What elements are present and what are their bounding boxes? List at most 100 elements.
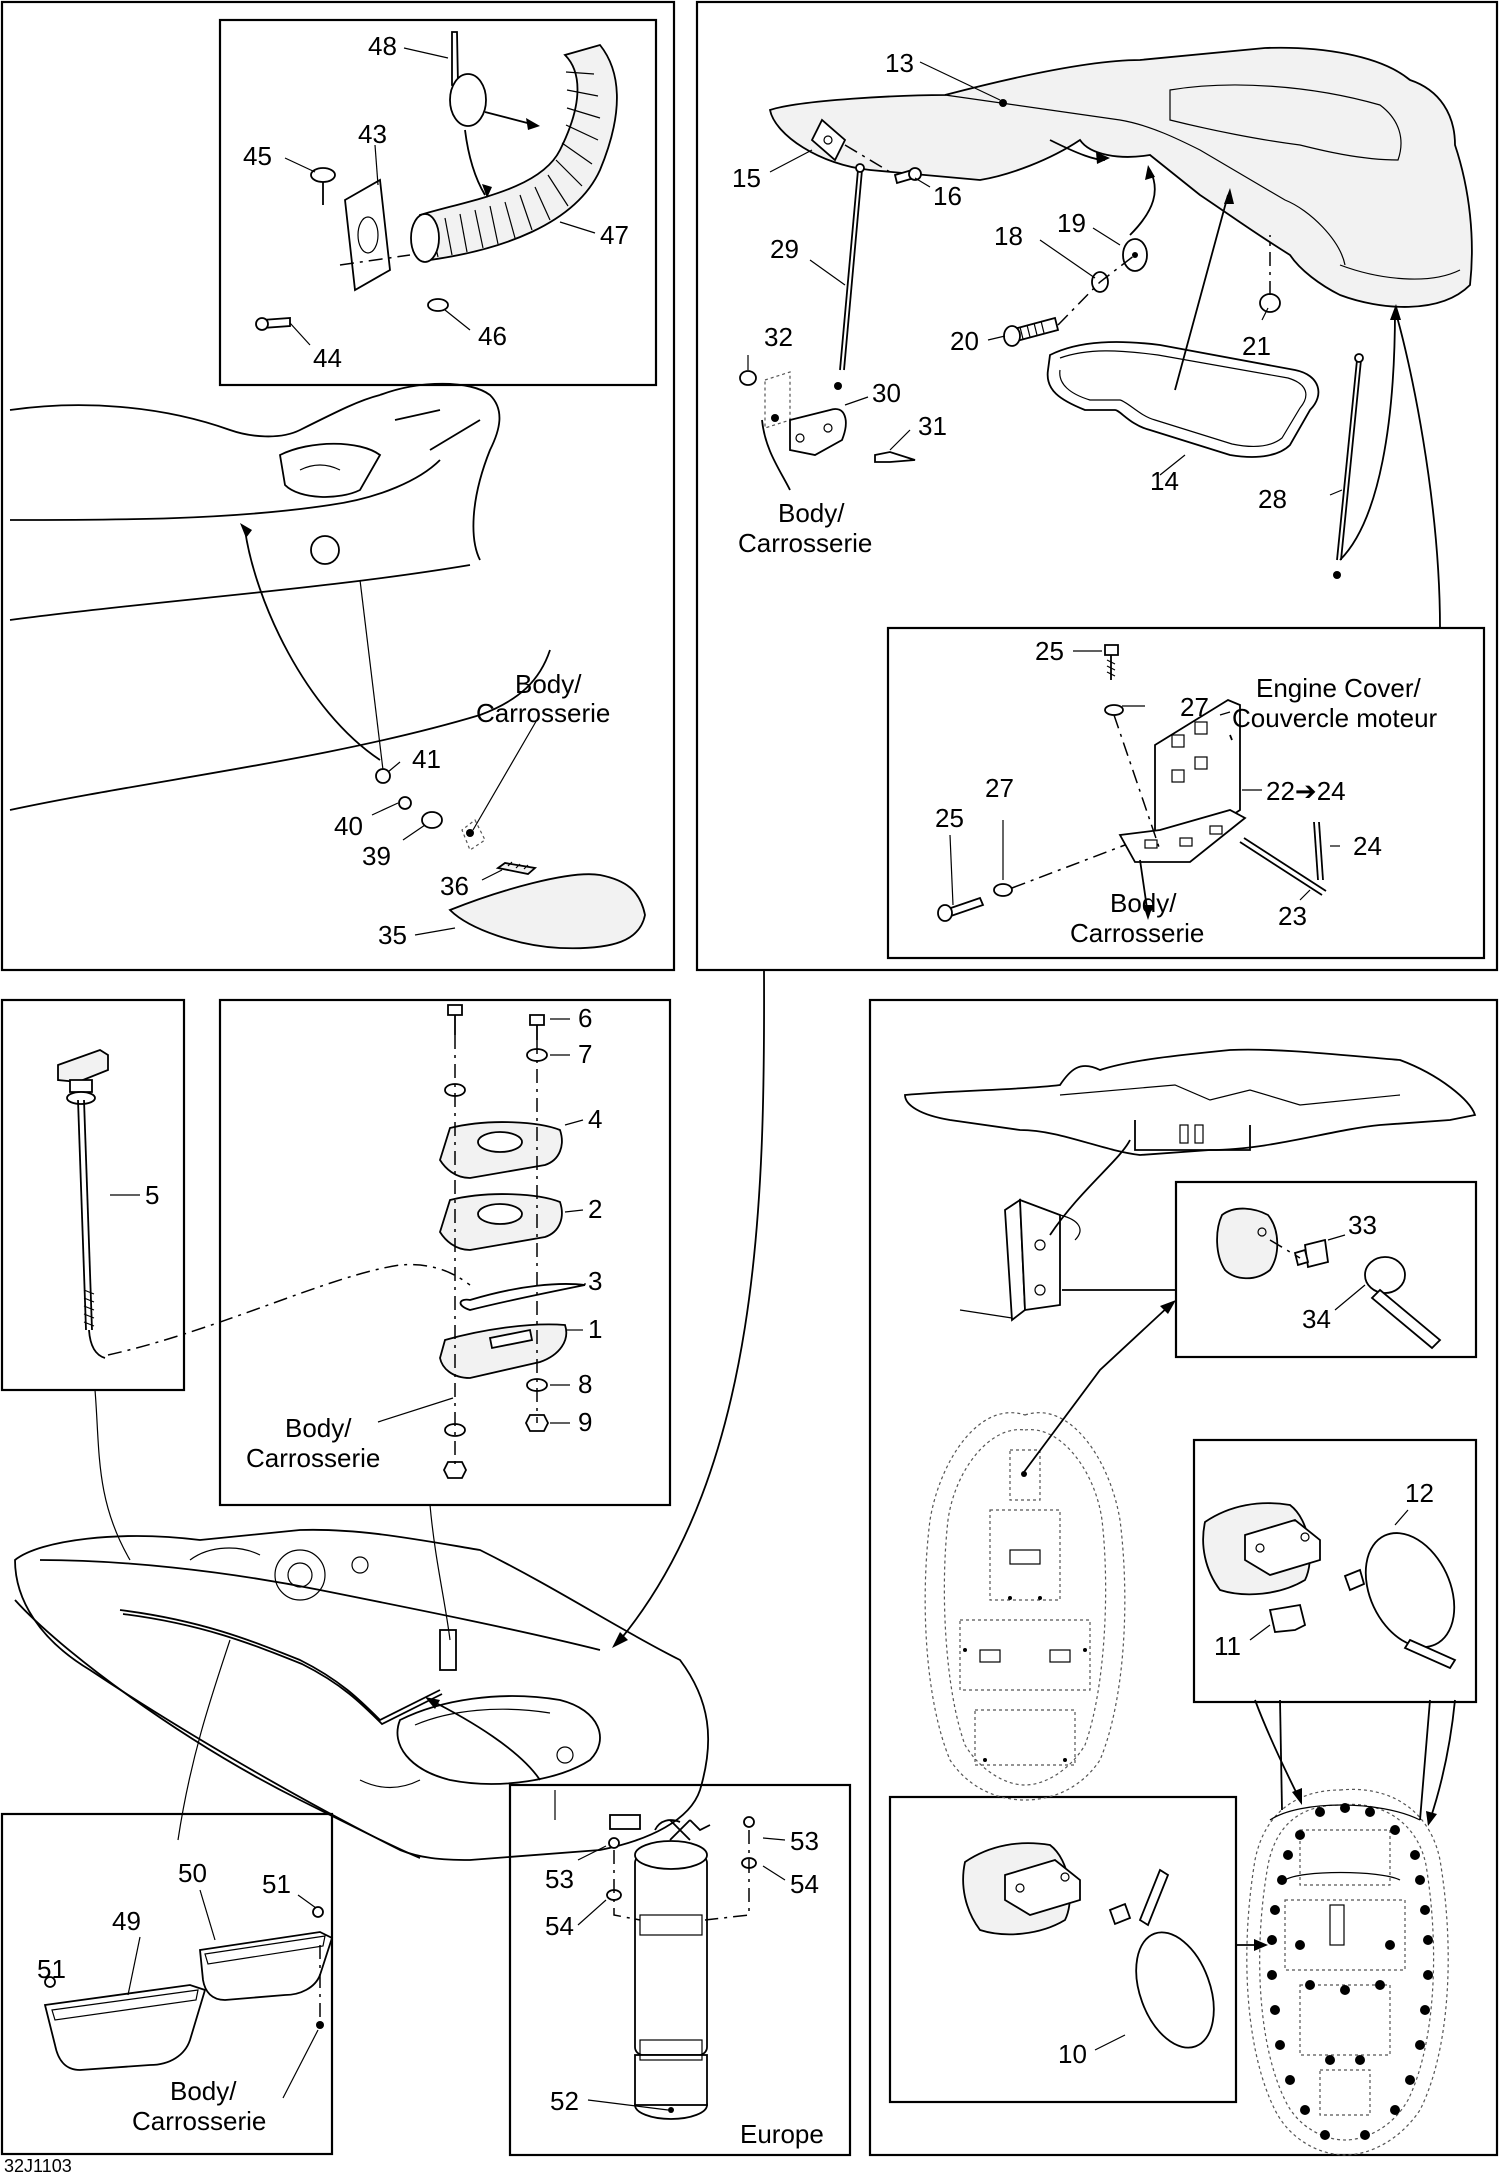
- label-48: 48: [368, 31, 397, 61]
- label-9: 9: [578, 1407, 592, 1437]
- label-28: 28: [1258, 484, 1287, 514]
- label-16: 16: [933, 181, 962, 211]
- label-body-tl-2: Carrosserie: [476, 698, 610, 728]
- label-49: 49: [112, 1906, 141, 1936]
- hinge-assembly: [937, 644, 1327, 922]
- panel-top-left: [0, 0, 676, 972]
- mount-assembly: [439, 1004, 586, 1479]
- label-body-mount-2: Carrosserie: [246, 1443, 380, 1473]
- tray-assembly: [43, 1906, 334, 2071]
- label-44: 44: [313, 343, 342, 373]
- leaders-trays: [127, 1889, 319, 2099]
- label-body-hinge-2: Carrosserie: [1070, 918, 1204, 948]
- tie-clip-assembly-1: [1202, 1502, 1457, 1670]
- label-46: 46: [478, 321, 507, 351]
- label-21: 21: [1242, 331, 1271, 361]
- handle-assembly: [359, 579, 646, 950]
- label-54-left: 54: [545, 1911, 574, 1941]
- label-body-tray-2: Carrosserie: [132, 2106, 266, 2136]
- label-18: 18: [994, 221, 1023, 251]
- label-body-tr-1: Body/: [778, 498, 845, 528]
- panel-europe: [508, 1783, 852, 2157]
- leaders-mount: [377, 1018, 586, 1424]
- label-6: 6: [578, 1003, 592, 1033]
- label-body-tray-1: Body/: [170, 2076, 237, 2106]
- label-2: 2: [588, 1194, 602, 1224]
- label-body-mount-1: Body/: [285, 1413, 352, 1443]
- label-body-tr-2: Carrosserie: [738, 528, 872, 558]
- tie-clip-assembly-2: [962, 1842, 1215, 2049]
- label-10: 10: [1058, 2039, 1087, 2069]
- panel-top-right: [695, 0, 1499, 972]
- label-5: 5: [145, 1180, 159, 1210]
- label-europe: Europe: [740, 2119, 824, 2149]
- label-12: 12: [1405, 1478, 1434, 1508]
- vent-duct-assembly: [255, 31, 618, 331]
- panel-inset-clips2: [888, 1795, 1238, 2104]
- leaders-engine-cover: [747, 61, 1343, 496]
- label-41: 41: [412, 744, 441, 774]
- label-25-left: 25: [935, 803, 964, 833]
- fire-extinguisher-assembly: [606, 1816, 757, 2120]
- label-47: 47: [600, 220, 629, 250]
- label-8: 8: [578, 1369, 592, 1399]
- engine-cover-assembly: [739, 46, 1473, 629]
- leaders-duct: [284, 47, 596, 346]
- label-11: 11: [1214, 1631, 1241, 1661]
- label-27-left: 27: [985, 773, 1014, 803]
- label-54-right: 54: [790, 1869, 819, 1899]
- figure-code: 32J1103: [4, 2156, 72, 2176]
- label-29: 29: [770, 234, 799, 264]
- boat-main: [14, 969, 765, 1861]
- label-36: 36: [440, 871, 469, 901]
- panel-inset-duct: [218, 18, 658, 387]
- panel-trays: [0, 1812, 334, 2156]
- label-51-right: 51: [262, 1869, 291, 1899]
- label-27-top: 27: [1180, 692, 1209, 722]
- panel-inset-ties: [1174, 1180, 1478, 1359]
- label-43: 43: [358, 119, 387, 149]
- leaders-hinge: [949, 650, 1340, 906]
- bracket-assembly: [959, 1139, 1176, 1322]
- label-14: 14: [1150, 466, 1179, 496]
- label-engine-cover-1: Engine Cover/: [1256, 673, 1422, 703]
- leaders-europe: [577, 1837, 786, 2111]
- label-50: 50: [178, 1858, 207, 1888]
- label-body-tl-1: Body/: [515, 669, 582, 699]
- panel-mount: [218, 998, 672, 1507]
- label-body-hinge-1: Body/: [1110, 888, 1177, 918]
- hull-top-view-2: [1236, 1699, 1456, 2156]
- label-34: 34: [1302, 1304, 1331, 1334]
- label-4: 4: [588, 1104, 602, 1134]
- label-53-right: 53: [790, 1826, 819, 1856]
- label-31: 31: [918, 411, 947, 441]
- label-3: 3: [588, 1266, 602, 1296]
- clip-dots: [1267, 1803, 1433, 2140]
- label-1: 1: [588, 1314, 602, 1344]
- label-19: 19: [1057, 208, 1086, 238]
- hull-top-view-1: [924, 1300, 1176, 1801]
- label-53-left: 53: [545, 1864, 574, 1894]
- leaders-tie-mount: [1327, 1234, 1366, 1311]
- label-24: 24: [1353, 831, 1382, 861]
- dipstick-assembly: [57, 1049, 471, 1359]
- label-15: 15: [732, 163, 761, 193]
- label-40: 40: [334, 811, 363, 841]
- label-33: 33: [1348, 1210, 1377, 1240]
- leaders-handle: [371, 717, 539, 936]
- label-30: 30: [872, 378, 901, 408]
- panel-dipstick: [0, 998, 186, 1392]
- panel-inset-clips: [1192, 1438, 1478, 1704]
- panel-inset-hinge: [886, 626, 1486, 960]
- label-35: 35: [378, 920, 407, 950]
- label-51-left: 51: [37, 1954, 66, 1984]
- label-32: 32: [764, 322, 793, 352]
- tie-mount-assembly: [1216, 1207, 1442, 1350]
- label-22-24: 22➔24: [1266, 776, 1346, 806]
- deck-liner: [904, 1048, 1477, 1156]
- boat-rear-section: [9, 382, 551, 811]
- label-39: 39: [362, 841, 391, 871]
- label-23: 23: [1278, 901, 1307, 931]
- label-13: 13: [885, 48, 914, 78]
